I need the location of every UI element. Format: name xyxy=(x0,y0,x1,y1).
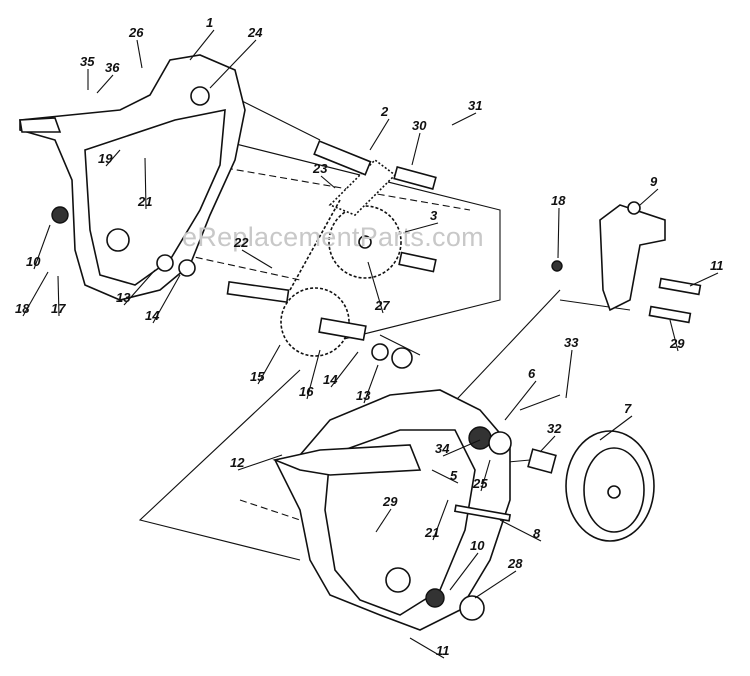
callout-label-1: 1 xyxy=(206,15,213,30)
callout-leader-18b xyxy=(557,207,560,259)
callout-label-13b: 13 xyxy=(356,388,371,403)
chain-and-sprockets xyxy=(156,140,437,369)
callout-label-29a: 29 xyxy=(382,494,398,509)
callout-leader-36 xyxy=(96,74,114,94)
pulley-and-bracket xyxy=(453,201,702,542)
callout-label-9: 9 xyxy=(650,174,658,189)
callout-label-35: 35 xyxy=(80,54,95,69)
callout-label-8: 8 xyxy=(533,526,541,541)
callout-label-27: 27 xyxy=(374,298,390,313)
callout-label-11b: 11 xyxy=(436,643,450,658)
callout-leader-8 xyxy=(499,519,542,542)
callout-leader-6 xyxy=(504,380,537,421)
callout-label-34: 34 xyxy=(435,441,450,456)
callout-label-24: 24 xyxy=(247,25,263,40)
callout-leader-21a xyxy=(144,157,147,210)
callout-label-2: 2 xyxy=(380,104,389,119)
left-case-half xyxy=(19,54,246,301)
callout-label-31: 31 xyxy=(468,98,482,113)
callout-leader-1 xyxy=(189,29,215,61)
callout-leader-13b xyxy=(363,364,379,404)
callout-leader-22 xyxy=(241,249,273,269)
callout-leader-12 xyxy=(237,454,283,471)
callout-leader-34 xyxy=(442,439,481,457)
callout-label-26: 26 xyxy=(128,25,144,40)
callout-label-25: 25 xyxy=(472,476,488,491)
callout-leader-10b xyxy=(449,552,479,591)
callout-leader-17 xyxy=(57,275,60,317)
callout-leader-27 xyxy=(367,261,384,314)
callout-label-19: 19 xyxy=(98,151,113,166)
callout-leader-2 xyxy=(369,118,390,151)
callout-label-29b: 29 xyxy=(669,336,685,351)
callout-label-18a: 18 xyxy=(15,301,30,316)
callout-leader-11b xyxy=(409,637,445,659)
callout-label-11a: 11 xyxy=(710,258,724,273)
callout-leader-30 xyxy=(411,132,421,166)
callout-label-16: 16 xyxy=(299,384,314,399)
callout-leader-10a xyxy=(33,224,51,270)
callout-leader-29b xyxy=(669,319,679,352)
callout-leader-13a xyxy=(123,269,156,306)
callout-label-21a: 21 xyxy=(137,194,152,209)
callout-leader-11a xyxy=(689,272,719,287)
callout-labels: 1235678910101111121313141415161718181921… xyxy=(15,15,724,659)
callout-label-36: 36 xyxy=(105,60,120,75)
callout-leader-16 xyxy=(306,349,321,400)
callout-label-17: 17 xyxy=(51,301,66,316)
callout-leader-25 xyxy=(480,459,491,492)
callout-leader-24 xyxy=(209,39,257,89)
callout-leader-26 xyxy=(136,39,143,69)
callout-leader-18a xyxy=(22,271,49,317)
callout-label-32: 32 xyxy=(547,421,562,436)
callout-label-6: 6 xyxy=(528,366,536,381)
callout-leader-23 xyxy=(320,175,336,189)
callout-leader-3 xyxy=(404,222,439,233)
callout-label-14a: 14 xyxy=(145,308,160,323)
callout-leader-14b xyxy=(330,351,359,388)
callout-leader-5 xyxy=(431,469,459,484)
callout-label-22: 22 xyxy=(233,235,249,250)
watermark-text: eReplacementParts.com xyxy=(182,222,484,252)
callout-label-21b: 21 xyxy=(424,525,439,540)
callout-leader-9 xyxy=(639,188,659,206)
callout-label-10b: 10 xyxy=(470,538,485,553)
callout-label-14b: 14 xyxy=(323,372,338,387)
callout-leader-32 xyxy=(539,435,556,453)
callout-label-33: 33 xyxy=(564,335,579,350)
callout-label-7: 7 xyxy=(624,401,632,416)
callout-label-10a: 10 xyxy=(26,254,41,269)
callout-leader-29a xyxy=(375,508,392,533)
callout-label-28: 28 xyxy=(507,556,523,571)
callout-label-15: 15 xyxy=(250,369,265,384)
callout-label-12: 12 xyxy=(230,455,245,470)
callout-leader-15 xyxy=(257,344,281,385)
callout-leader-31 xyxy=(451,112,477,126)
callout-leader-28 xyxy=(474,570,517,599)
callout-leader-7 xyxy=(599,415,633,441)
callout-label-3: 3 xyxy=(430,208,438,223)
callout-label-5: 5 xyxy=(450,468,458,483)
callout-leader-21b xyxy=(432,499,449,541)
callout-leader-19 xyxy=(105,149,121,167)
callout-leader-14a xyxy=(152,274,181,324)
callout-label-13a: 13 xyxy=(116,290,131,305)
callout-label-18b: 18 xyxy=(551,193,566,208)
callout-label-23: 23 xyxy=(312,161,328,176)
right-case-half xyxy=(272,389,511,631)
callout-leader-33 xyxy=(565,349,573,399)
callout-label-30: 30 xyxy=(412,118,427,133)
